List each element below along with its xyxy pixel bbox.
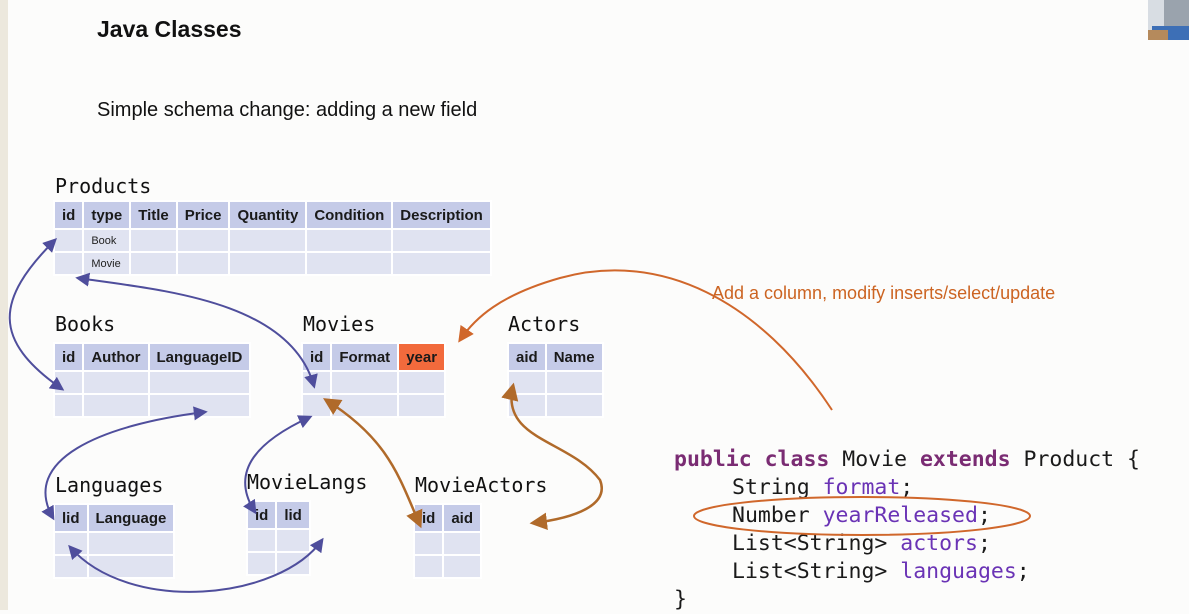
column-header: Format: [330, 342, 400, 372]
actors-table-title: Actors: [508, 312, 581, 336]
code-text: Product {: [1010, 447, 1141, 472]
table-cell: [544, 370, 604, 395]
table-cell: Book: [82, 228, 132, 253]
table-cell: [305, 228, 394, 253]
code-line: List<String> languages;: [674, 558, 1140, 586]
code-text: ;: [900, 475, 914, 500]
column-header: aid: [442, 503, 483, 533]
left-edge-bar: [0, 0, 8, 610]
presenter-video-thumbnail: [1148, 0, 1189, 40]
table-cell: [442, 531, 483, 556]
table-cell: [129, 228, 178, 253]
code-text: ;: [977, 531, 991, 556]
table-cell: [228, 228, 308, 253]
table-row: [412, 554, 483, 579]
code-keyword: public class: [674, 447, 830, 472]
table-cell: [391, 251, 492, 276]
movies-id-to-products-arrow: [75, 272, 318, 389]
column-header: type: [82, 200, 132, 230]
table-row: [300, 370, 447, 395]
table-cell: [330, 370, 400, 395]
code-type: List<String>: [732, 559, 901, 584]
schema-change-annotation: Add a column, modify inserts/select/upda…: [712, 283, 1056, 303]
code-line: List<String> actors;: [674, 530, 1140, 558]
table-cell: [228, 251, 308, 276]
table-cell: [391, 228, 492, 253]
movielangs-id-to-movies-arrow: [243, 415, 313, 515]
code-line: Number yearReleased;: [674, 502, 1140, 530]
table-cell: [544, 393, 604, 418]
table-cell: [305, 251, 394, 276]
annotation-to-year-arrow: [458, 269, 833, 411]
column-header: id: [52, 200, 85, 230]
table-cell: [129, 251, 178, 276]
code-field: format: [822, 475, 901, 500]
code-text: }: [674, 587, 687, 612]
code-text: ;: [977, 503, 991, 528]
column-header: Condition: [305, 200, 394, 230]
column-header: Name: [544, 342, 604, 372]
table-cell: [412, 531, 445, 556]
code-field: actors: [900, 531, 978, 556]
code-field: yearReleased: [822, 503, 978, 528]
slide-title: Java Classes: [97, 16, 242, 42]
movieactors-id-to-movies-arrow: [323, 398, 423, 529]
code-text: Movie: [829, 447, 920, 472]
code-line: String format;: [674, 474, 1140, 502]
code-line: public class Movie extends Product {: [674, 446, 1140, 474]
code-field: languages: [900, 559, 1017, 584]
column-header: Quantity: [228, 200, 308, 230]
column-header: Description: [391, 200, 492, 230]
code-type: Number: [732, 503, 823, 528]
table-cell: [397, 370, 447, 395]
table-row: [53, 554, 176, 579]
table-row: [507, 370, 604, 395]
table-cell: Movie: [82, 251, 132, 276]
movieactors-aid-to-actors-arrow: [501, 382, 603, 531]
table-row: Book: [52, 228, 492, 253]
slide-subtitle: Simple schema change: adding a new field: [97, 99, 478, 121]
column-header: Title: [129, 200, 178, 230]
column-header: aid: [507, 342, 547, 372]
table-cell: [412, 554, 445, 579]
code-text: ;: [1016, 559, 1030, 584]
table-row: [412, 531, 483, 556]
yearreleased-highlight-ellipse: [693, 496, 1031, 536]
books-languageid-to-languages-arrow: [41, 406, 208, 521]
table-cell: [442, 554, 483, 579]
code-line: }: [674, 586, 1140, 614]
table-cell: [175, 251, 231, 276]
column-header: Price: [175, 200, 231, 230]
new-year-column-header: year: [397, 342, 447, 372]
code-keyword: extends: [919, 447, 1011, 472]
movielangs-lid-to-languages-arrow: [68, 537, 324, 593]
code-type: String: [732, 475, 823, 500]
movie-class-code: public class Movie extends Product {Stri…: [674, 446, 1140, 614]
products-table-title: Products: [55, 174, 152, 198]
table-cell: [175, 228, 231, 253]
books-id-to-products-arrow: [8, 238, 65, 391]
